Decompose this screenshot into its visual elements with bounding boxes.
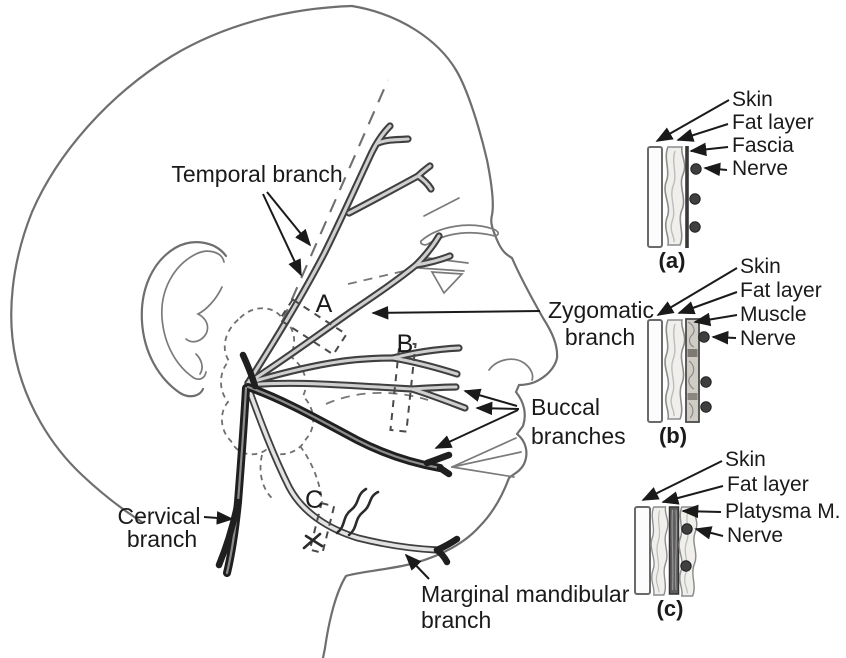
temporal-arrow-1	[266, 191, 312, 247]
inset-b-label-skin: Skin	[740, 255, 781, 278]
nerve-branches-fill	[246, 124, 467, 410]
label-buccal-line2: branches	[531, 423, 626, 449]
buccal-arrow-1	[463, 388, 518, 407]
inset-b: Skin Fat layer Muscle Nerve (b)	[647, 255, 822, 448]
inset-c-platysma-layer	[668, 506, 680, 595]
inset-a-label-fat: Fat layer	[732, 111, 814, 134]
cheek-dashed-arc	[325, 391, 429, 405]
inset-c-label-platysma: Platysma M.	[725, 500, 841, 523]
inset-c-subplatysma-layer	[678, 506, 698, 597]
label-zygomatic-line2: branch	[565, 324, 635, 350]
inset-b-muscle-arrow	[693, 312, 738, 327]
inset-c-fat-layer	[650, 506, 669, 596]
inset-b-label-fat: Fat layer	[740, 279, 822, 302]
inset-c-nerve-arrow	[694, 526, 724, 540]
inset-c-nerve-dots	[680, 523, 693, 572]
buccal-arrow-2	[475, 401, 520, 416]
inset-b-label-muscle: Muscle	[740, 303, 807, 326]
inset-b-skin-arrow	[656, 267, 738, 316]
nerve-branches-outline	[244, 122, 469, 554]
inset-a-label-skin: Skin	[732, 88, 773, 111]
label-zygomatic-line1: Zygomatic	[548, 297, 654, 323]
label-cervical-line2: branch	[127, 526, 197, 552]
inset-c-fat-arrow	[661, 485, 724, 505]
label-temporal-branch: Temporal branch	[171, 161, 342, 187]
eyebrow	[420, 197, 499, 246]
marker-slips	[278, 298, 417, 555]
cervical-branch-nerve	[223, 384, 250, 577]
inset-b-fat-layer	[664, 319, 686, 420]
inset-b-label-nerve: Nerve	[740, 327, 796, 350]
nerve-fork-tips	[215, 351, 461, 569]
inset-b-fat-arrow	[677, 291, 738, 315]
brow-line	[423, 197, 460, 217]
parotid-outline	[220, 307, 323, 503]
inset-a-nerve-arrow	[703, 162, 728, 177]
inset-b-muscle-layer	[685, 318, 700, 423]
marker-slip-a	[278, 298, 348, 356]
temple-dashed-line	[281, 79, 389, 323]
inset-a-caption: (a)	[659, 248, 686, 273]
label-buccal-line1: Buccal	[531, 394, 600, 420]
nose-nostril	[488, 358, 534, 381]
label-marginal-line2: branch	[421, 607, 491, 633]
inset-c-skin-arrow	[641, 460, 723, 501]
inset-a-label-nerve: Nerve	[732, 157, 788, 180]
inset-c-label-skin: Skin	[725, 448, 766, 471]
inset-a-fat-layer	[664, 146, 686, 246]
cervical-arrow	[203, 511, 234, 525]
inset-c-label-fat: Fat layer	[727, 473, 809, 496]
marker-a: A	[316, 290, 333, 318]
squiggle-twig-2	[347, 490, 380, 537]
label-marginal-line1: Marginal mandibular	[421, 581, 630, 607]
guide-dashed-lines	[281, 79, 435, 405]
inset-b-nerve-dots	[698, 331, 712, 413]
inset-c-platysma-arrow	[681, 504, 722, 519]
temporal-arrow-2	[262, 193, 302, 277]
marginal-arrow	[404, 553, 430, 580]
ear	[140, 241, 228, 398]
squiggle-twig-1	[335, 487, 368, 535]
buccal-arrow-3	[434, 409, 519, 449]
inset-a-fat-arrow	[676, 123, 729, 142]
inset-a-label-fascia: Fascia	[732, 134, 794, 157]
inset-b-nerve-arrow	[711, 330, 737, 345]
head-outline	[10, 4, 559, 658]
inset-b-caption: (b)	[659, 423, 687, 448]
inset-c-skin-layer	[634, 506, 651, 595]
inset-c-caption: (c)	[657, 596, 684, 621]
marker-c: C	[305, 486, 323, 514]
inset-c-label-nerve: Nerve	[727, 524, 783, 547]
inset-b-skin-layer	[647, 319, 663, 423]
inset-a-fascia-arrow	[689, 142, 729, 157]
zygomatic-arrow	[371, 306, 541, 320]
slip-c-cross-marks	[302, 532, 324, 550]
inset-a-nerve-dots	[689, 163, 702, 233]
marker-b: B	[397, 330, 414, 358]
label-cervical-line1: Cervical	[117, 503, 200, 529]
marginal-nerve-fill	[246, 385, 439, 552]
nerve-trunk-knot	[239, 351, 259, 390]
inset-a-skin-arrow	[655, 99, 730, 142]
inset-a: Skin Fat layer Fascia Nerve (a)	[647, 88, 814, 273]
callout-arrows	[203, 191, 541, 580]
lips	[451, 437, 522, 478]
inset-a-skin-layer	[647, 146, 663, 248]
inset-c: Skin Fat layer Platysma M. Nerve (c)	[634, 448, 841, 621]
